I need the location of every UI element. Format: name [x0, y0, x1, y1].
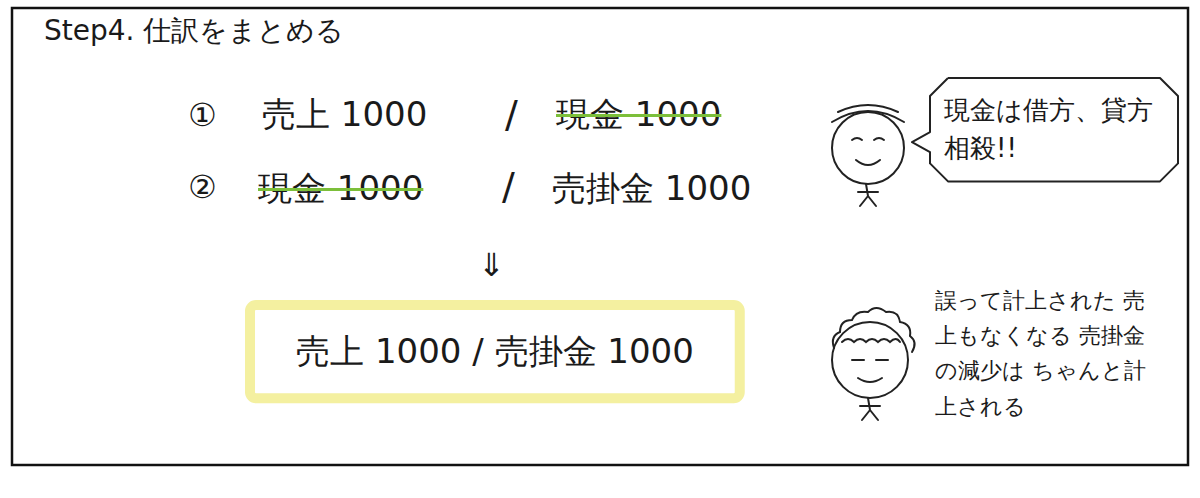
node-text-group: 現金は借方、貸方 相殺!!: [944, 92, 1164, 167]
face-bottom: [832, 308, 915, 420]
node-text: 現金は借方、貸方 相殺!!: [944, 92, 1164, 167]
credit-account: 売掛金 1000: [552, 168, 751, 209]
note: 誤って計上された 売上もなくなる 売掛金の減少は ちゃんと計上される: [935, 283, 1150, 424]
bubble-shape: [912, 78, 1178, 181]
credit-account: 現金 1000: [556, 94, 721, 135]
frame: [12, 8, 1188, 465]
entry-number: ①: [188, 96, 217, 134]
entry-number: ②: [188, 168, 217, 206]
separator: /: [502, 164, 515, 210]
highlight-rect: [250, 305, 740, 398]
title: Step4. 仕訳をまとめる: [44, 14, 344, 48]
bubble-outline: [930, 78, 1178, 181]
separator: /: [505, 92, 518, 138]
node-text: 売上 1000 / 売掛金 1000: [296, 327, 694, 376]
down-arrow: ⇓: [478, 246, 505, 284]
speech-bubble: 現金は借方、貸方 相殺!!: [930, 78, 1178, 181]
debit-account: 現金 1000: [258, 168, 423, 209]
debit-account: 売上 1000: [262, 94, 427, 135]
result-box: 売上 1000 / 売掛金 1000: [254, 309, 736, 394]
node-text-group: 売上 1000 / 売掛金 1000: [296, 327, 694, 376]
face-top: [832, 105, 904, 206]
